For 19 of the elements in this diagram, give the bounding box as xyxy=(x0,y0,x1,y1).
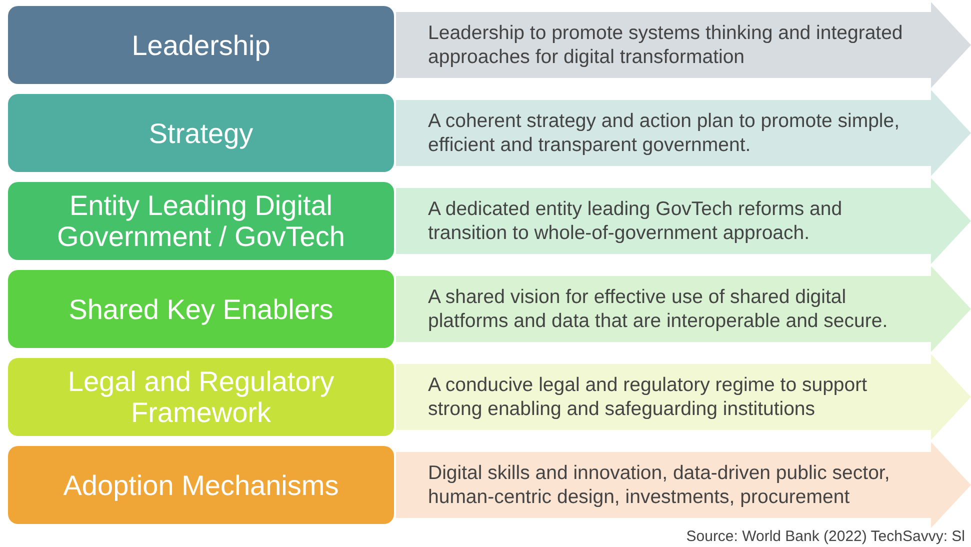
description-text: A conducive legal and regulatory regime to support strong enabling and safeguarding institutions xyxy=(428,373,868,421)
description-text: Leadership to promote systems thinking and integrated approaches for digital transformation xyxy=(428,21,904,69)
category-box: Strategy xyxy=(8,94,394,172)
description-banner xyxy=(396,354,971,440)
description-banner xyxy=(396,266,971,352)
description-banner xyxy=(396,90,971,176)
description-text: Digital skills and innovation, data-driven public sector, human-centric design, investments, procurement xyxy=(428,461,891,509)
description-text: A shared vision for effective use of shared digital platforms and data that are interoperable and secure. xyxy=(428,285,889,333)
category-box: Legal and Regulatory Framework xyxy=(8,358,394,436)
source-note: Source: World Bank (2022) TechSavvy: Sl xyxy=(686,528,965,545)
category-box: Adoption Mechanisms xyxy=(8,446,394,524)
category-box: Entity Leading Digital Government / GovTech xyxy=(8,182,394,260)
description-text: A coherent strategy and action plan to promote simple, efficient and transparent government. xyxy=(428,109,901,157)
description-banner xyxy=(396,442,971,528)
category-box: Shared Key Enablers xyxy=(8,270,394,348)
description-banner xyxy=(396,178,971,264)
description-banner xyxy=(396,2,971,88)
category-box: Leadership xyxy=(8,6,394,84)
description-text: A dedicated entity leading GovTech reforms and transition to whole-of-government approach. xyxy=(428,197,844,245)
